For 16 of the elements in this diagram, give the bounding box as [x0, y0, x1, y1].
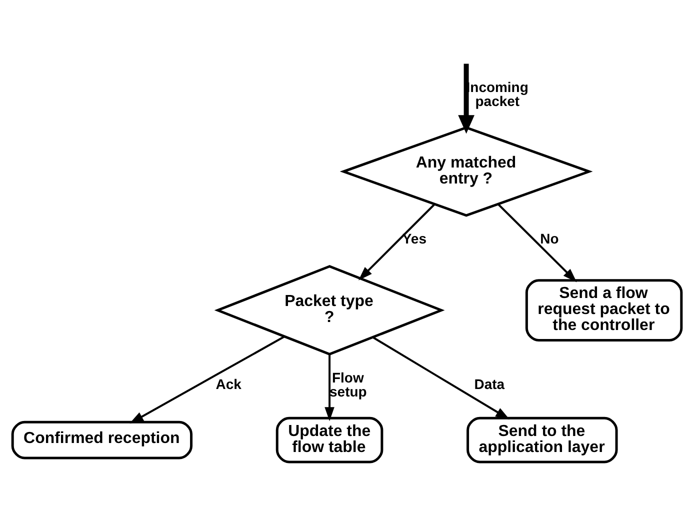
arrow: [458, 63, 474, 134]
edge-label: Flow setup: [330, 368, 367, 399]
edge-label: Yes: [402, 230, 426, 246]
node-box: Send to the application layer: [466, 416, 618, 463]
node-diamond: Any matched entry ?: [340, 126, 593, 216]
arrow: [498, 203, 577, 282]
arrow: [324, 354, 334, 421]
arrow: [358, 203, 436, 280]
arrow: [130, 335, 285, 424]
edge-label: Ack: [216, 375, 242, 392]
node-box: Update the flow table: [276, 416, 384, 463]
edge-label: Data: [474, 375, 505, 392]
node-box: Confirmed reception: [11, 420, 193, 459]
node-box: Send a flow request packet to the controller: [525, 278, 683, 341]
arrow: [372, 336, 510, 419]
edge-label: No: [540, 230, 559, 246]
